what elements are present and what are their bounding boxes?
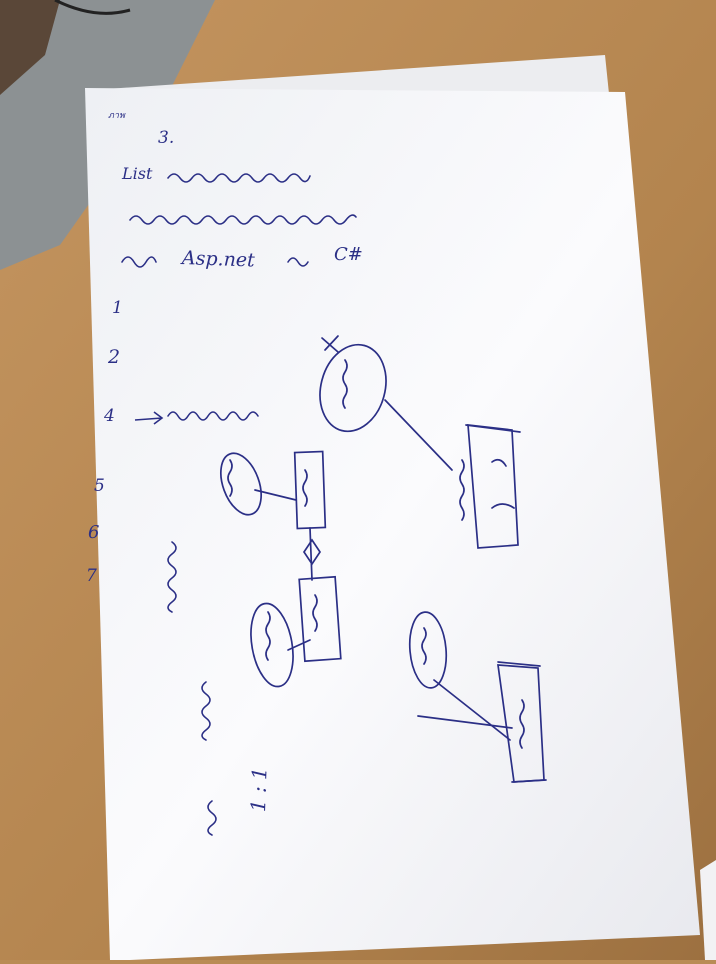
number-5: 5 (94, 476, 105, 496)
cable (54, 0, 131, 15)
chair-edge (0, 0, 60, 95)
corner-mark: ภาพ (108, 111, 125, 121)
ratio-label: 1 : 1 (246, 766, 272, 813)
line-stack: Asp.net (181, 247, 256, 272)
paper-sheet (85, 88, 700, 960)
number-4: 4 (104, 406, 115, 426)
number-2: 2 (108, 346, 121, 368)
edge-sheet (700, 860, 716, 960)
handwriting-strokes (121, 173, 357, 836)
line-list: List (122, 164, 153, 183)
er-diagram (220, 335, 547, 783)
number-1: 1 (112, 298, 123, 318)
number-7: 7 (86, 566, 97, 586)
number-6: 6 (88, 522, 100, 543)
arrow-line (134, 411, 164, 425)
heading-number: 3. (158, 128, 175, 148)
line-lang: C# (334, 244, 363, 265)
